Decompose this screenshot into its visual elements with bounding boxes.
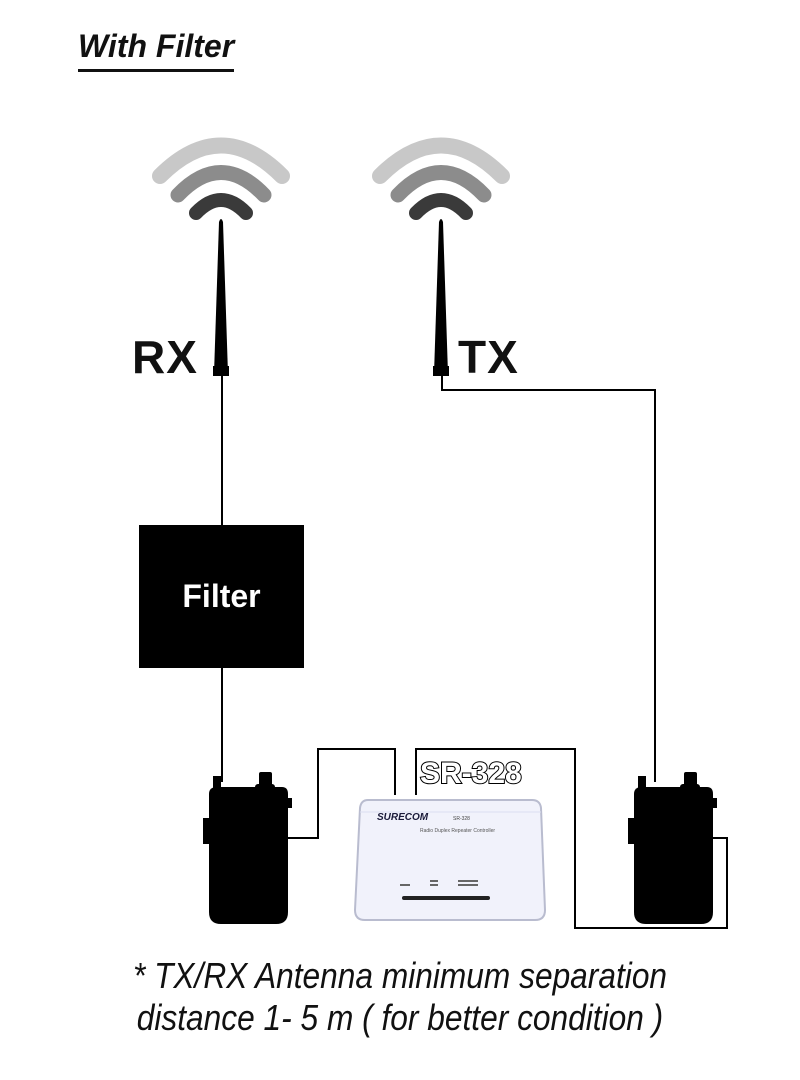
note-line-1: * TX/RX Antenna minimum separation — [132, 955, 668, 996]
tx-antenna-cable — [441, 376, 656, 782]
controller-to-tx-radio-cable — [415, 748, 728, 929]
note-line-2: distance 1- 5 m ( for better condition ) — [136, 997, 664, 1038]
rx-label: RX — [132, 331, 198, 383]
svg-text:SR-328: SR-328 — [453, 816, 470, 822]
controller-brand-logo: SURECOM — [377, 812, 429, 823]
tx-antenna-icon — [433, 219, 449, 376]
separation-note: * TX/RX Antenna minimum separation dista… — [48, 955, 752, 1039]
rx-radio-to-controller-cable — [285, 748, 396, 839]
rx-radio-icon — [203, 772, 292, 924]
rx-signal-icon — [152, 137, 290, 220]
rx-antenna-icon — [213, 219, 229, 376]
cables — [221, 376, 728, 929]
diagram-title: With Filter — [78, 28, 235, 72]
svg-text:Radio Duplex Repeater Controll: Radio Duplex Repeater Controller — [420, 828, 495, 834]
tx-signal-icon — [372, 137, 510, 220]
filter-label: Filter — [182, 578, 261, 614]
filter-box: Filter — [139, 525, 304, 668]
controller-model-label: SR-328 — [420, 757, 522, 790]
sr-328-controller: SURECOM SR-328 Radio Duplex Repeater Con… — [353, 799, 547, 921]
tx-radio-icon — [628, 772, 717, 924]
tx-label: TX — [458, 331, 519, 383]
